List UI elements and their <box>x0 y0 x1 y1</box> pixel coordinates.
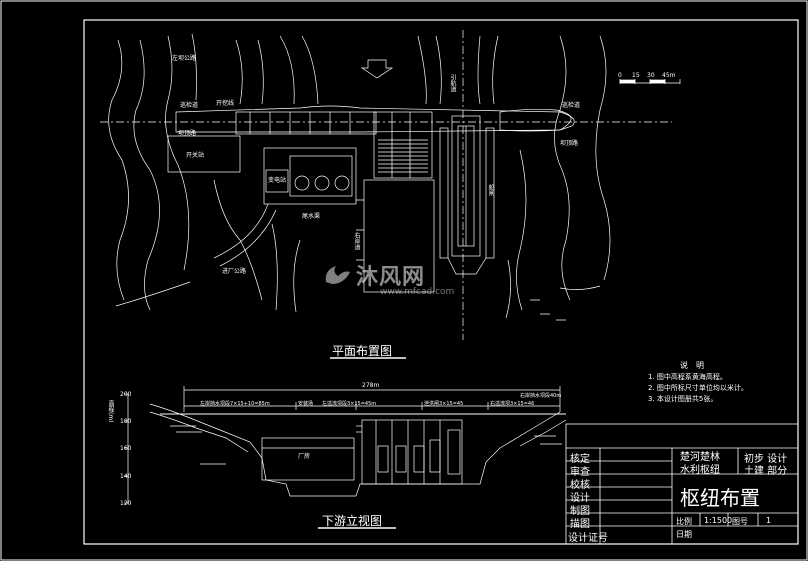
label-upper: 开挖线 <box>216 100 235 107</box>
tb-scale-value: 1:1500 <box>704 516 733 525</box>
plan-title: 平面布置图 <box>332 344 393 358</box>
segment-3: 左溢流坝段3×15=45m <box>322 401 377 407</box>
watermark-url: www.mfcad.com <box>380 287 455 297</box>
scale-tick-0: 0 <box>618 72 622 79</box>
elev-tick-200: 200 <box>120 391 132 398</box>
watermark: 沐风网 <box>322 259 425 291</box>
elev-tick-180: 180 <box>120 418 132 425</box>
label-right-bank: 右岸道 <box>353 232 360 250</box>
elev-tick-160: 160 <box>120 445 132 452</box>
tb-stage-1: 初步 设计 <box>744 454 788 465</box>
tb-scale-label: 比例 <box>676 517 692 526</box>
scale-tick-3: 45m <box>662 72 676 79</box>
segment-1: 左岸挡水坝段7×15+10=85m <box>200 401 270 407</box>
tb-sheet-value: 1 <box>766 516 772 525</box>
label-inspection-road-left: 巡检道 <box>180 102 199 109</box>
tb-row-check: 校核 <box>570 480 590 491</box>
note-2: 2. 图中所标尺寸单位均以米计。 <box>648 384 748 392</box>
scale-tick-1: 15 <box>632 72 640 79</box>
label-substation: 变电站 <box>268 177 287 184</box>
label-crest-road: 坝顶路 <box>178 130 197 137</box>
label-crest-road-right: 坝顶路 <box>560 140 579 147</box>
segment-6: 右岸挡水坝段40m <box>520 393 562 399</box>
elevation-title: 下游立视图 <box>322 514 383 528</box>
notes-heading: 说 明 <box>680 361 704 370</box>
tb-row-trace: 描图 <box>570 519 590 530</box>
tb-project-2: 水利枢纽 <box>680 465 720 476</box>
watermark-logo-icon <box>325 266 350 284</box>
segment-5: 右溢流坝3×15=46 <box>490 401 535 407</box>
label-left-road: 左坝公路 <box>172 55 197 62</box>
tb-row-draw: 制图 <box>570 506 590 517</box>
tb-drawing-title: 枢纽布置 <box>680 486 760 510</box>
tb-sheet-label: 图号 <box>732 517 748 526</box>
label-tailwater: 尾水渠 <box>302 213 321 220</box>
plan-view <box>100 30 681 340</box>
label-inspection-road-right: 巡检道 <box>562 102 581 109</box>
tb-row-approve: 核定 <box>570 454 590 465</box>
tb-project-1: 楚河楚林 <box>680 452 720 463</box>
label-boat-channel: 船闸 <box>487 184 494 196</box>
title-block-grid <box>565 423 799 545</box>
total-length: 278m <box>362 382 380 389</box>
tb-stage-2: 土建 部分 <box>744 466 788 477</box>
tb-row-review: 审查 <box>570 467 590 478</box>
label-diversion: 引航道 <box>449 74 456 92</box>
scale-tick-2: 30 <box>647 72 655 79</box>
tb-date-label: 日期 <box>676 530 692 539</box>
watermark-brand: 沐风网 <box>356 265 426 290</box>
elev-tick-120: 120 <box>120 500 132 507</box>
segment-4: 泄洪闸3×15=45 <box>424 401 464 407</box>
label-powerhouse-road: 进厂公路 <box>222 268 247 275</box>
elev-axis-title: 高程(m) <box>107 400 114 423</box>
note-3: 3. 本设计图册共5张。 <box>648 395 718 403</box>
elev-tick-140: 140 <box>120 473 132 480</box>
powerhouse-label: 厂房 <box>298 453 311 460</box>
elevation-view <box>124 386 567 504</box>
note-1: 1. 图中高程系黄海高程。 <box>648 373 727 381</box>
drawing-frame <box>83 19 799 545</box>
tb-row-design: 设计 <box>570 493 590 504</box>
tb-row-cert: 设计证号 <box>568 533 608 544</box>
label-switch-station: 开关站 <box>186 152 205 159</box>
segment-2: 安装场 <box>298 401 314 407</box>
